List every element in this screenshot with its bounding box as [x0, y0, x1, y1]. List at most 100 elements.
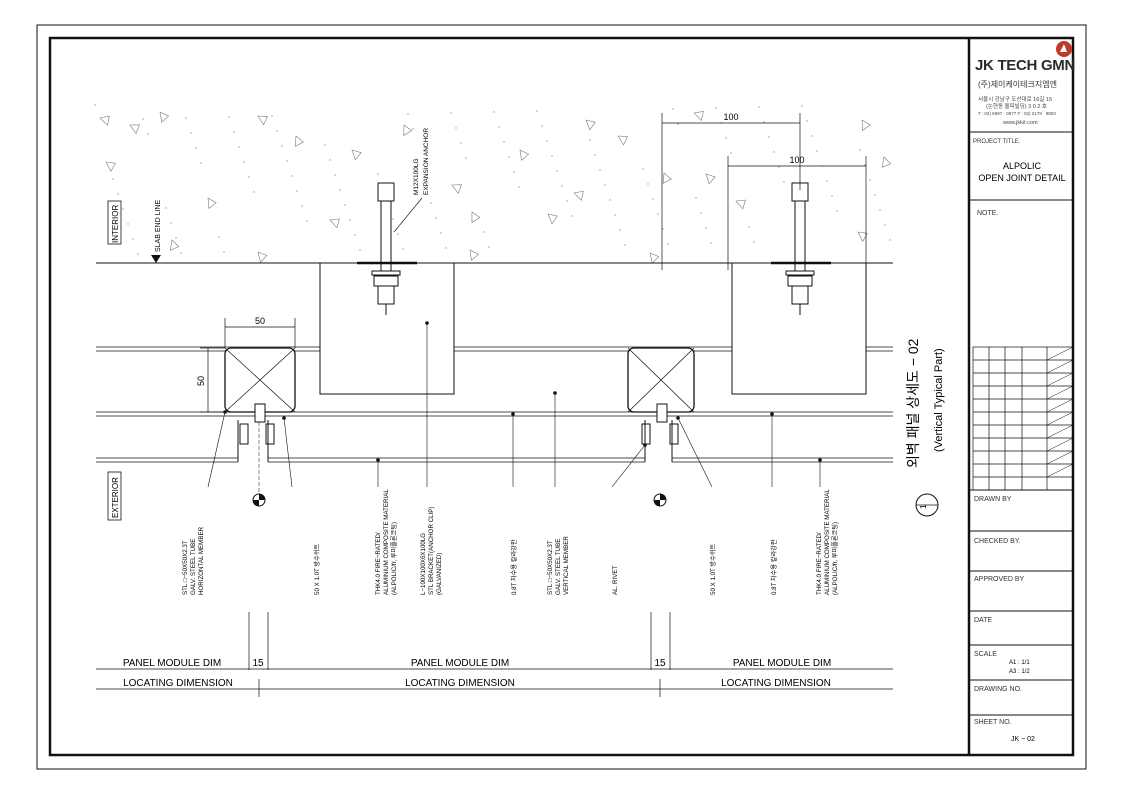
locating-dimension-2: LOCATING DIMENSION — [405, 678, 515, 689]
callout-dot — [676, 416, 680, 420]
aggregate-dot — [571, 215, 573, 217]
aggregate-dot — [412, 128, 414, 130]
aggregate-mark — [129, 124, 140, 135]
aggregate-dot — [180, 252, 182, 254]
drawn-by-label: DRAWN BY — [974, 496, 1012, 503]
aggregate-dot — [377, 173, 379, 175]
aggregate-mark — [257, 115, 268, 126]
aggregate-dot — [445, 247, 447, 249]
slab-end-label: SLAB END LINE — [155, 200, 162, 252]
aggregate-mark — [693, 111, 704, 122]
exterior-label: EXTERIOR — [111, 477, 120, 518]
aggregate-dot — [117, 193, 119, 195]
detail-number: 1 — [919, 504, 928, 509]
aggregate-mark — [169, 239, 180, 251]
aggregate-dot — [291, 175, 293, 177]
panel-module-dim-3: PANEL MODULE DIM — [733, 658, 831, 669]
callout-text: (ALPOLIC/fr, 루미플론코팅) — [390, 522, 398, 595]
concrete-hatch — [94, 104, 892, 264]
aggregate-dot — [556, 170, 558, 172]
callout-dot — [643, 443, 647, 447]
aggregate-dot — [695, 197, 697, 199]
revision-row-diagonal — [1046, 346, 1074, 361]
revision-rows — [973, 346, 1074, 478]
aggregate-dot — [614, 214, 616, 216]
aggregate-dot — [889, 239, 891, 241]
aggregate-mark — [662, 172, 672, 184]
aggregate-mark — [649, 252, 660, 264]
callout-text: GALV. STEEL TUBE — [190, 539, 197, 595]
company-address-1: 서울시 강남구 도산대로 16길 15 — [978, 95, 1052, 103]
callout-text: L−100X100X6X100LG — [420, 533, 427, 595]
aggregate-dot — [195, 147, 197, 149]
aggregate-dot — [165, 207, 167, 209]
anchor-label-2: EXPANSION ANCHOR — [423, 128, 430, 195]
aggregate-dot — [864, 164, 866, 166]
aggregate-dot — [753, 241, 755, 243]
aggregate-mark — [881, 156, 892, 168]
dim-100-mid: 100 — [789, 155, 804, 165]
aggregate-dot — [127, 223, 129, 225]
callout-text: ALUMINIUM COMPOSITE MATERIAL — [824, 489, 831, 595]
aggregate-dot — [329, 159, 331, 161]
aggregate-dot — [407, 113, 409, 115]
aggregate-dot — [758, 106, 760, 108]
aggregate-dot — [874, 194, 876, 196]
aggregate-dot — [296, 190, 298, 192]
aggregate-dot — [147, 133, 149, 135]
callout-text: 0.8T 차수용 칼라강판 — [510, 539, 518, 595]
aggregate-dot — [440, 232, 442, 234]
callout-text: ALUMINIUM COMPOSITE MATERIAL — [383, 489, 390, 595]
callout-text: THK4.0 FIRE−RATED/ — [816, 532, 823, 595]
aggregate-dot — [677, 123, 679, 125]
aggregate-dot — [112, 178, 114, 180]
aggregate-dot — [435, 217, 437, 219]
aggregate-dot — [657, 213, 659, 215]
aggregate-dot — [94, 104, 96, 106]
drawing-title-english: (Vertical Typical Part) — [933, 348, 945, 452]
aggregate-dot — [561, 185, 563, 187]
revision-table — [972, 346, 1074, 491]
aggregate-mark — [861, 119, 871, 131]
aggregate-dot — [642, 168, 644, 170]
aggregate-dot — [276, 130, 278, 132]
aggregate-dot — [354, 234, 356, 236]
aggregate-dot — [566, 200, 568, 202]
steel-tube-left — [224, 347, 296, 413]
aggregate-mark — [329, 218, 340, 229]
aggregate-dot — [344, 204, 346, 206]
callout-text: STL □−50X50X2.3T — [547, 540, 554, 595]
aggregate-dot — [359, 249, 361, 251]
aggregate-dot — [238, 146, 240, 148]
callout-text: (ALPOLIC/fr, 루미플론코팅) — [831, 522, 839, 595]
aggregate-dot — [243, 161, 245, 163]
aggregate-dot — [884, 224, 886, 226]
aggregate-mark — [519, 149, 530, 161]
aggregate-dot — [594, 154, 596, 156]
dim-100-top: 100 — [723, 112, 738, 122]
aggregate-dot — [281, 145, 283, 147]
center-marker-right — [653, 493, 667, 507]
panel-module-dim-2: PANEL MODULE DIM — [411, 658, 509, 669]
aggregate-dot — [334, 174, 336, 176]
aggregate-dot — [652, 198, 654, 200]
aggregate-dot — [783, 181, 785, 183]
locating-dimension-3: LOCATING DIMENSION — [721, 678, 831, 689]
drawing-no-label: DRAWING NO. — [974, 686, 1022, 693]
scale-a1: A1 : 1/1 — [1009, 660, 1030, 666]
aggregate-dot — [190, 132, 192, 134]
callout-dot — [425, 321, 429, 325]
aggregate-dot — [536, 110, 538, 112]
callout-text: (GALVANIZED) — [436, 553, 443, 595]
joint-dim-left: 15 — [252, 658, 264, 669]
drawing-title-korean: 외벽 패널 상세도 − 02 — [905, 338, 921, 468]
aggregate-mark — [351, 149, 362, 161]
aggregate-dot — [700, 212, 702, 214]
aggregate-dot — [624, 244, 626, 246]
aggregate-dot — [730, 152, 732, 154]
sheet-no: JK − 02 — [1011, 736, 1035, 743]
aggregate-dot — [710, 242, 712, 244]
aggregate-dot — [488, 246, 490, 248]
aggregate-mark — [617, 135, 628, 146]
